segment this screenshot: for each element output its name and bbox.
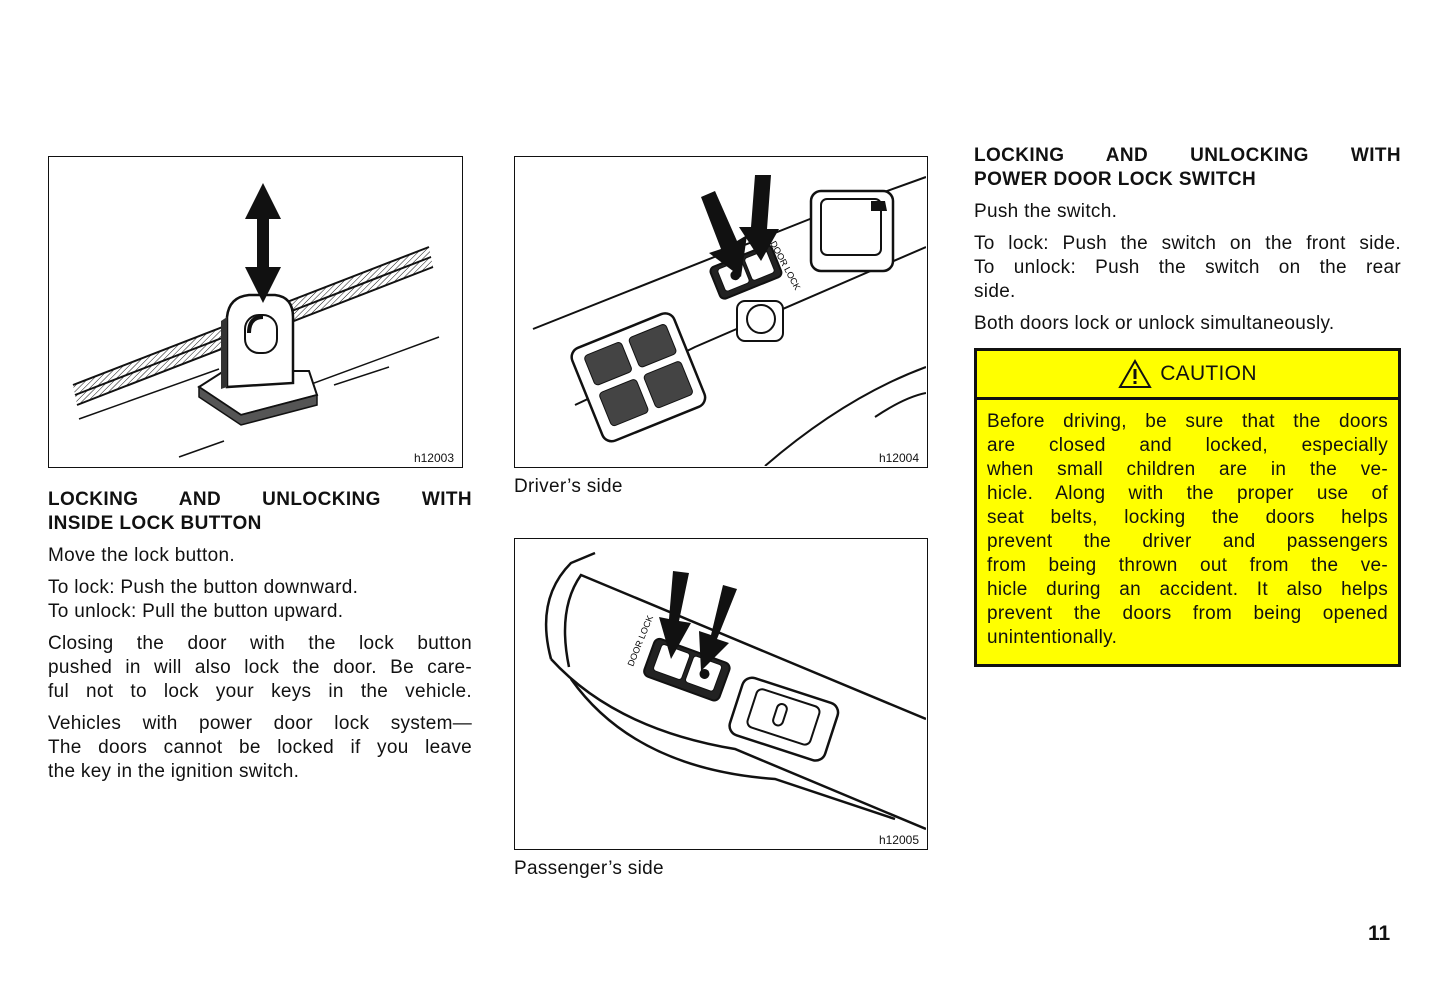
caution-text: Before driving, be sure that the doors a… xyxy=(987,411,1388,648)
paragraph-both-doors: Both doors lock or unlock simultaneously… xyxy=(974,313,1335,334)
passenger-switch-illustration: DOOR LOCK xyxy=(544,551,926,831)
warning-triangle-icon xyxy=(1118,359,1152,388)
section-heading-power-lock: LOCKING AND UNLOCKING WITH POWER DOOR LO… xyxy=(974,145,1401,190)
paragraph-push-switch: Push the switch. xyxy=(974,201,1118,222)
figure-code: h12005 xyxy=(876,833,921,847)
lock-button-illustration xyxy=(72,183,440,458)
paragraph-move-lock: Move the lock button. xyxy=(48,545,235,566)
caption-passenger-side: Passenger’s side xyxy=(514,858,664,879)
caution-title: CAUTION xyxy=(1160,362,1257,385)
right-column: LOCKING AND UNLOCKING WITH POWER DOOR LO… xyxy=(974,144,1401,667)
caption-driver-side: Driver’s side xyxy=(514,476,623,497)
figure-code: h12004 xyxy=(876,451,921,465)
figure-inside-lock-button: h12003 xyxy=(48,156,463,468)
driver-switch-illustration: DOOR LOCK xyxy=(532,175,926,466)
paragraph-power-system: Vehicles with power door lock system— Th… xyxy=(48,713,472,782)
section-heading-inside-lock: LOCKING AND UNLOCKING WITH INSIDE LOCK B… xyxy=(48,489,472,534)
figure-code: h12003 xyxy=(411,451,456,465)
middle-column: DOOR LOCK h12004 Driver’s side xyxy=(514,156,928,880)
figure-driver-side: DOOR LOCK h12004 xyxy=(514,156,928,468)
paragraph-lock-unlock: To lock: Push the button downward. To un… xyxy=(48,577,359,622)
left-column: h12003 LOCKING AND UNLOCKING WITH INSIDE… xyxy=(48,156,472,784)
paragraph-closing-door: Closing the door with the lock button pu… xyxy=(48,633,472,702)
caution-box: CAUTION Before driving, be sure that the… xyxy=(974,348,1401,667)
paragraph-lock-unlock-switch: To lock: Push the switch on the front si… xyxy=(974,233,1401,302)
page-number: 11 xyxy=(1368,922,1391,945)
figure-passenger-side: DOOR LOCK h12005 xyxy=(514,538,928,850)
caution-header: CAUTION xyxy=(977,351,1398,400)
